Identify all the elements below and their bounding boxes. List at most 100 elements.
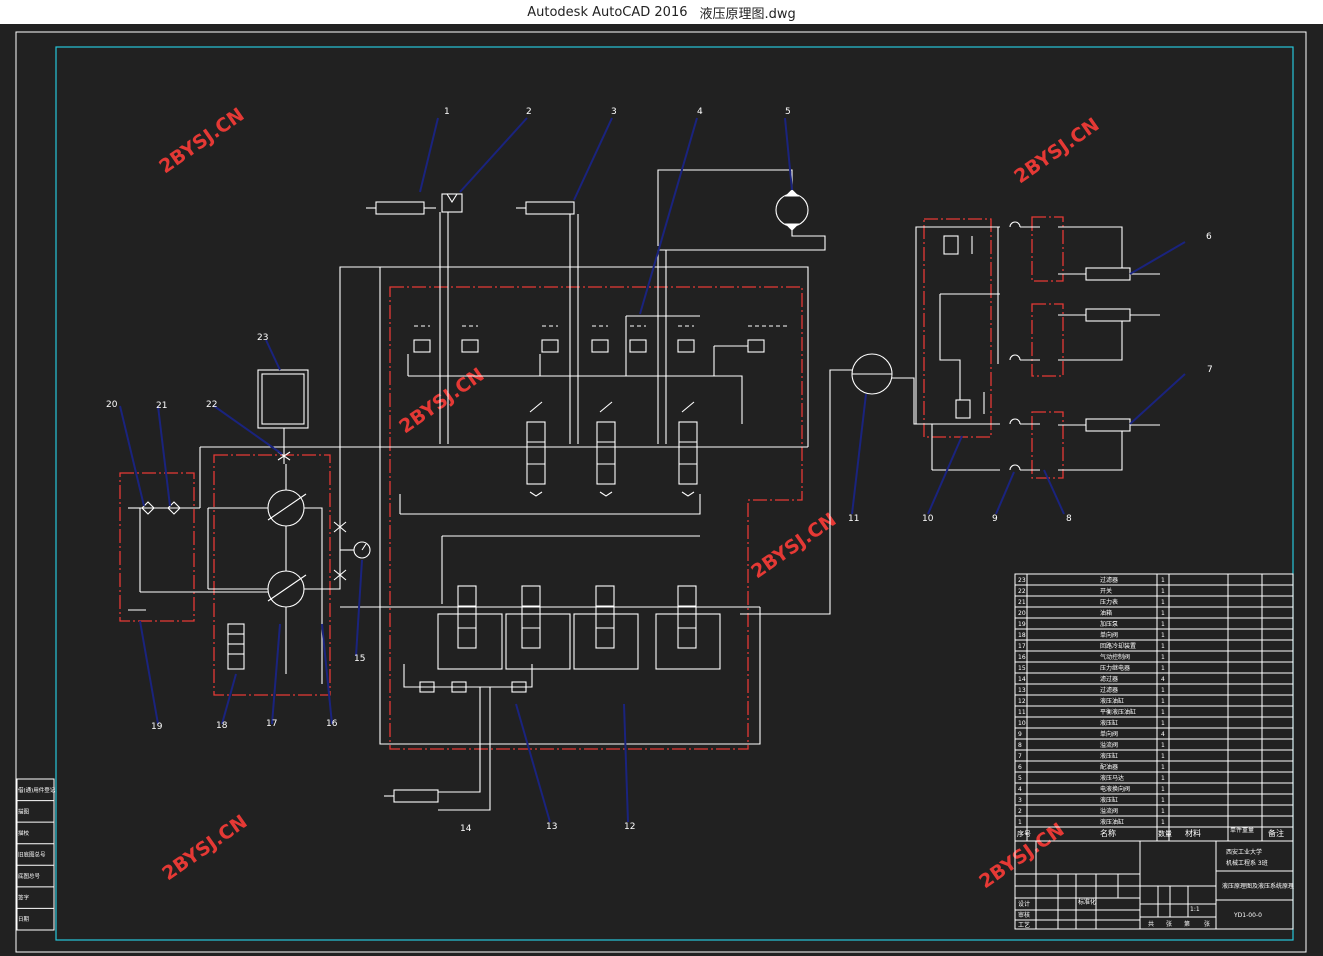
bom-cell-qty: 1: [1161, 621, 1165, 628]
bom-header-note: 备注: [1268, 828, 1284, 838]
bom-cell-numbers: 9: [1018, 731, 1022, 738]
title-scale: 1:1: [1190, 906, 1200, 913]
bom-cell-qty: 1: [1161, 720, 1165, 727]
bom-cell-names: 液压油缸: [1100, 818, 1124, 826]
watermark: 2BYSJ.CN: [158, 811, 251, 885]
title-school: 西安工业大学: [1226, 848, 1262, 856]
side-strip-label: 签字: [18, 894, 30, 902]
callout-15: 15: [354, 654, 365, 664]
callout-3: 3: [611, 107, 617, 117]
bom-cell-qty: 1: [1161, 753, 1165, 760]
bom-cell-qty: 1: [1161, 610, 1165, 617]
bom-cell-numbers: 23: [1018, 577, 1026, 584]
bom-cell-qty: 1: [1161, 698, 1165, 705]
callout-23: 23: [257, 333, 268, 343]
title-sheet-unit-b: 张: [1204, 920, 1210, 928]
bom-cell-names: 油箱: [1100, 609, 1112, 617]
bom-cell-numbers: 10: [1018, 720, 1026, 727]
title-sheet-no: 第: [1184, 920, 1190, 928]
callout-5: 5: [785, 107, 791, 117]
bom-cell-qty: 1: [1161, 632, 1165, 639]
bom-cell-names: 过滤器: [1100, 576, 1118, 584]
bom-cell-names: 溢流阀: [1100, 807, 1118, 815]
bom-cell-qty: 1: [1161, 588, 1165, 595]
bom-cell-names: 液压缸: [1100, 752, 1118, 760]
callout-18: 18: [216, 721, 228, 731]
bom-cell-names: 开关: [1100, 587, 1112, 595]
callout-13: 13: [546, 822, 557, 832]
title-sheet-total: 共: [1148, 920, 1154, 928]
bom-cell-names: 过滤器: [1100, 686, 1118, 694]
bom-cell-names: 单向阀: [1100, 631, 1118, 639]
callout-16: 16: [326, 719, 338, 729]
title-standardization: 标准化: [1078, 898, 1096, 906]
side-strip-label: 日期: [18, 916, 30, 923]
bom-cell-numbers: 5: [1018, 775, 1022, 782]
bom-cell-qty: 4: [1161, 731, 1165, 738]
hydraulic-schematic: [128, 169, 1160, 811]
title-drawing-code: YD1-00-0: [1233, 912, 1262, 919]
bom-cell-names: 压力继电器: [1100, 664, 1130, 672]
file-name: 液压原理图.dwg: [699, 6, 796, 22]
callout-1: 1: [444, 107, 450, 117]
callout-4: 4: [697, 107, 703, 117]
bom-cell-numbers: 20: [1018, 610, 1026, 617]
bom-cell-numbers: 2: [1018, 808, 1022, 815]
bom-cell-qty: 4: [1161, 676, 1165, 683]
bom-cell-names: 电液换向阀: [1100, 785, 1130, 793]
title-row-design: 设计: [1018, 900, 1030, 908]
callout-9: 9: [992, 514, 998, 524]
bom-cell-names: 溢流阀: [1100, 741, 1118, 749]
side-strip-label: 旧底图总号: [18, 851, 46, 859]
drawing-canvas[interactable]: 2BYSJ.CN 2BYSJ.CN 2BYSJ.CN 2BYSJ.CN 2BYS…: [0, 24, 1323, 956]
watermark: 2BYSJ.CN: [747, 509, 840, 583]
outer-frame: [15, 31, 1307, 953]
callout-11: 11: [848, 514, 859, 524]
title-row-review: 审核: [1018, 911, 1030, 919]
inner-frame: [55, 46, 1294, 941]
bom-cell-qty: 1: [1161, 709, 1165, 716]
watermark: 2BYSJ.CN: [395, 364, 488, 438]
callout-7: 7: [1207, 365, 1213, 375]
title-sheet-unit-a: 张: [1166, 920, 1172, 928]
side-strip-label: 描图: [18, 807, 30, 815]
app-title: Autodesk AutoCAD 2016: [527, 4, 688, 20]
bom-cell-numbers: 13: [1018, 687, 1026, 694]
bom-cell-numbers: 12: [1018, 698, 1026, 705]
bom-cell-qty: 1: [1161, 665, 1165, 672]
watermark: 2BYSJ.CN: [1010, 114, 1103, 188]
bom-cell-names: 压力表: [1100, 598, 1118, 606]
callout-10: 10: [922, 514, 934, 524]
bom-cell-numbers: 15: [1018, 665, 1026, 672]
bom-cell-qty: 1: [1161, 808, 1165, 815]
bom-cell-numbers: 22: [1018, 588, 1026, 595]
side-strip-label: 底图总号: [18, 872, 41, 880]
bom-cell-qty: 1: [1161, 775, 1165, 782]
bom-cell-names: 配油器: [1100, 763, 1118, 771]
bom-cell-names: 回路冷却装置: [1100, 642, 1136, 650]
callout-17: 17: [266, 719, 277, 729]
bom-cell-names: 液压油缸: [1100, 697, 1124, 705]
bom-cell-qty: 1: [1161, 797, 1165, 804]
callout-8: 8: [1066, 514, 1072, 524]
bom-header-name: 名称: [1100, 828, 1116, 838]
bom-header-material: 材料: [1185, 828, 1201, 838]
bom-cell-names: 液压缸: [1100, 719, 1118, 727]
bom-cell-numbers: 16: [1018, 654, 1026, 661]
callout-21: 21: [156, 401, 167, 411]
bom-cell-numbers: 7: [1018, 753, 1022, 760]
bom-cell-qty: 1: [1161, 687, 1165, 694]
callout-12: 12: [624, 822, 635, 832]
bom-cell-numbers: 19: [1018, 621, 1026, 628]
title-block: [1014, 840, 1294, 930]
window-title-bar: Autodesk AutoCAD 2016 液压原理图.dwg: [0, 0, 1323, 24]
bom-cell-numbers: 14: [1018, 676, 1026, 683]
bom-cell-numbers: 8: [1018, 742, 1022, 749]
watermark: 2BYSJ.CN: [155, 104, 248, 178]
bom-cell-qty: 1: [1161, 599, 1165, 606]
bom-header-seq: 序号: [1017, 829, 1031, 838]
title-row-process: 工艺: [1018, 921, 1030, 929]
callout-6: 6: [1206, 232, 1212, 242]
